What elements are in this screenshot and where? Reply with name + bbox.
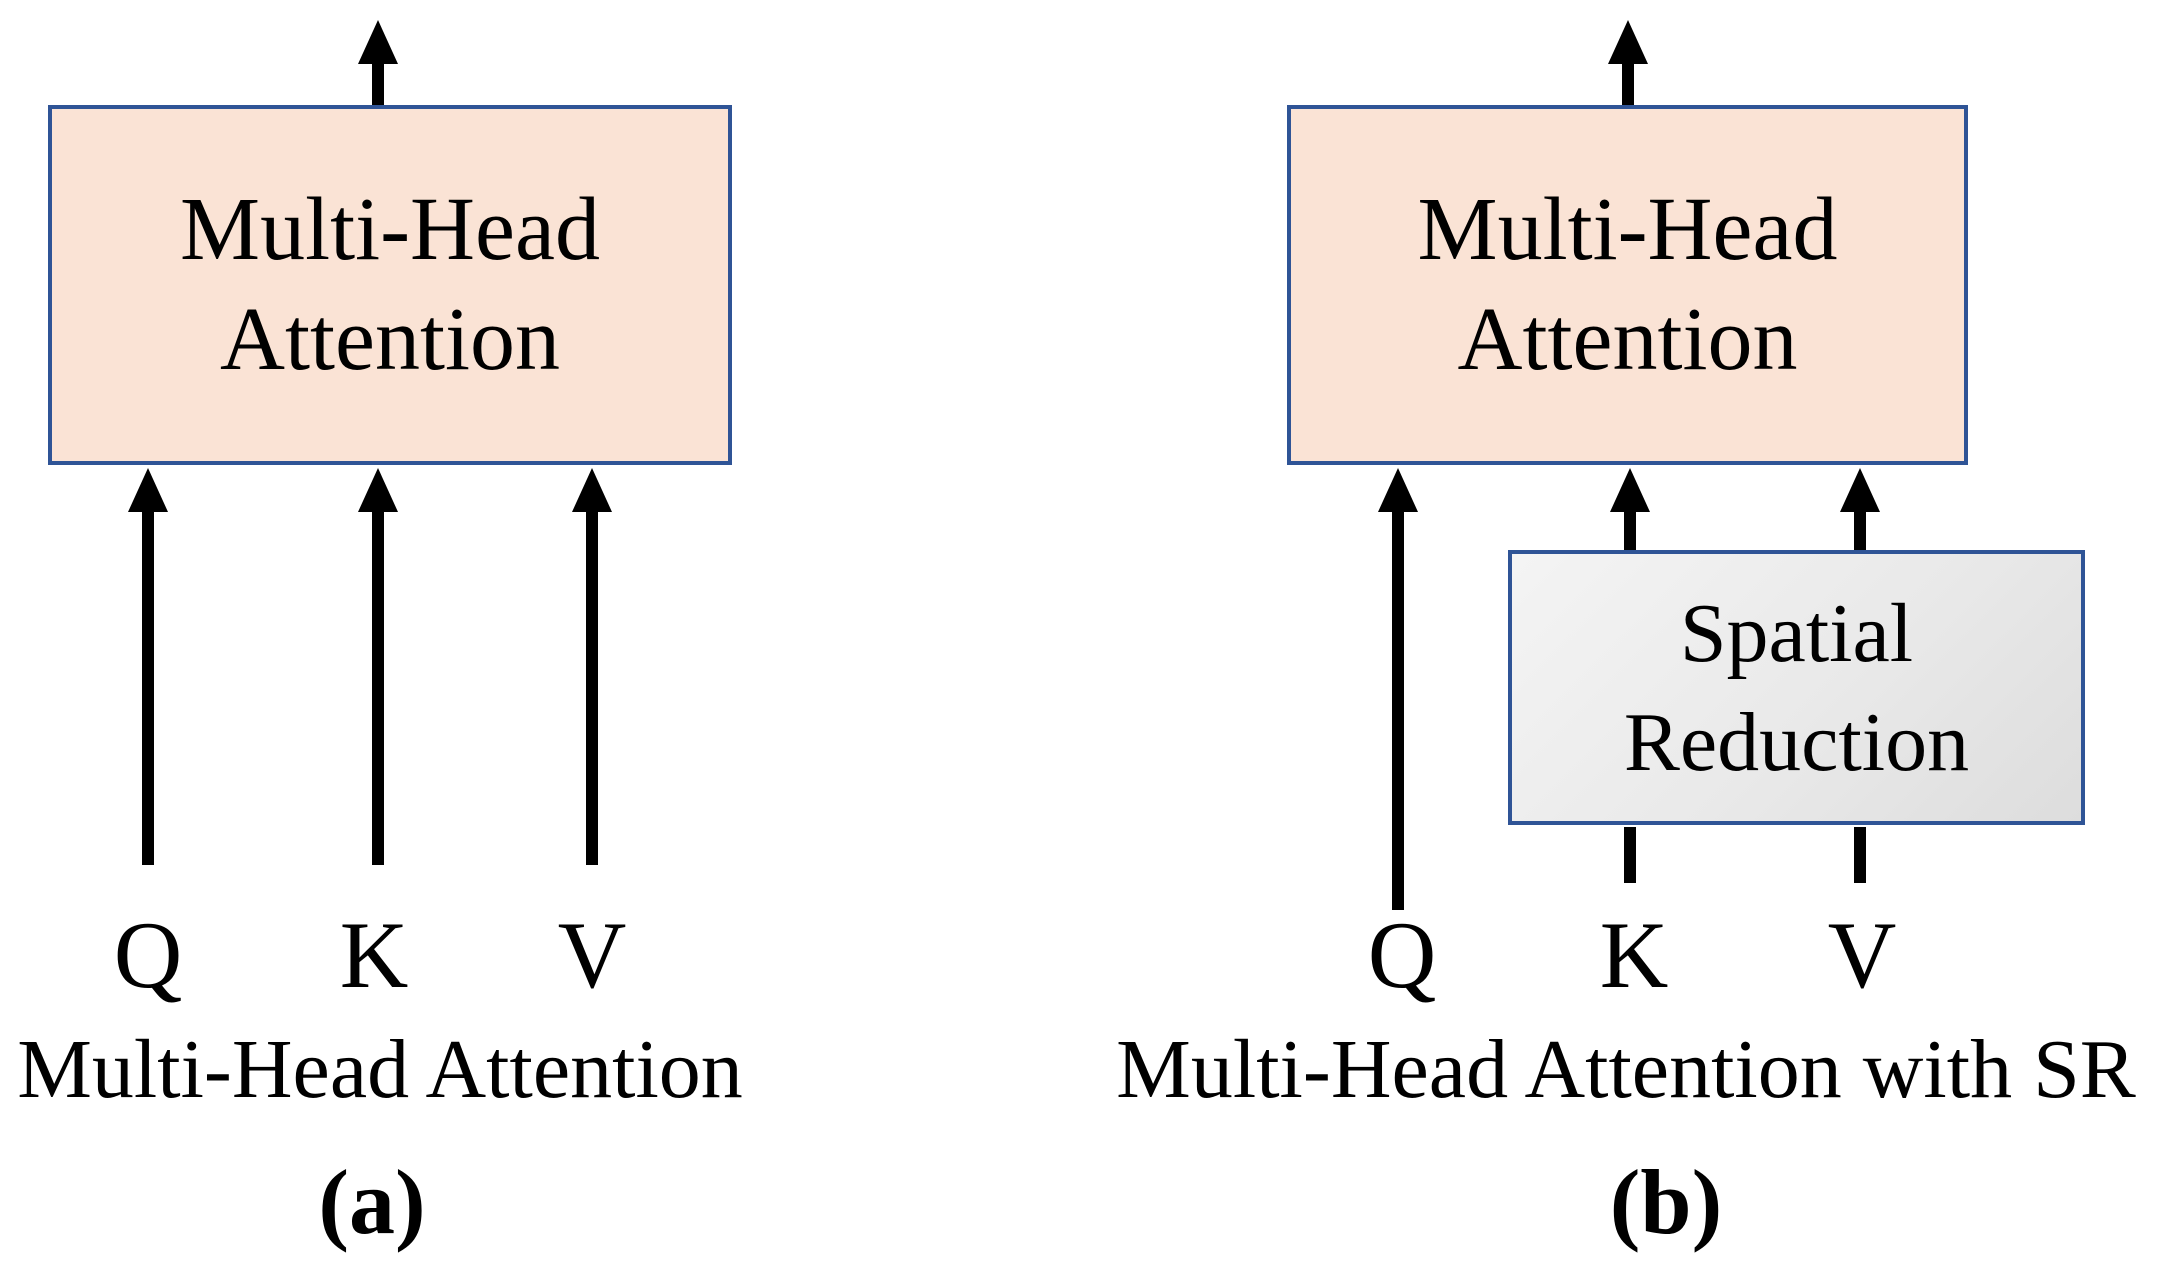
output-arrow-shaft-a	[372, 58, 384, 106]
input-arrow-shaft-v-a	[586, 508, 598, 865]
attention-box-b-line2: Attention	[1457, 290, 1798, 389]
input-arrow-shaft-v-b	[1854, 508, 1866, 552]
label-v-b: V	[1827, 902, 1897, 1008]
output-arrow-shaft-b	[1622, 58, 1634, 106]
input-arrow-head-k-b	[1610, 468, 1650, 512]
spatial-reduction-line1: Spatial	[1679, 586, 1914, 680]
input-stub-v-b	[1854, 827, 1866, 883]
attention-box-b-line1: Multi-Head	[1417, 180, 1838, 279]
label-v-a: V	[557, 902, 627, 1008]
input-arrow-shaft-q-a	[142, 508, 154, 865]
input-arrow-head-k-a	[358, 468, 398, 512]
input-arrow-shaft-k-a	[372, 508, 384, 865]
input-arrow-head-v-a	[572, 468, 612, 512]
label-q-b: Q	[1367, 902, 1437, 1008]
label-k-a: K	[339, 902, 409, 1008]
spatial-reduction-line2: Reduction	[1623, 695, 1970, 789]
attention-box-a-line1: Multi-Head	[180, 180, 600, 279]
subfigure-tag-a: (a)	[318, 1151, 426, 1253]
multi-head-attention-box-a: Multi-Head Attention	[48, 105, 732, 465]
input-arrow-head-v-b	[1840, 468, 1880, 512]
input-stub-k-b	[1624, 827, 1636, 883]
output-arrow-head-b	[1608, 20, 1648, 64]
input-arrow-shaft-k-b	[1624, 508, 1636, 552]
caption-a: Multi-Head Attention	[17, 1023, 743, 1116]
attention-box-a-line2: Attention	[220, 290, 560, 389]
label-k-b: K	[1599, 902, 1669, 1008]
spatial-reduction-box: Spatial Reduction	[1508, 550, 2085, 825]
input-arrow-head-q-b	[1378, 468, 1418, 512]
input-arrow-head-q-a	[128, 468, 168, 512]
label-q-a: Q	[113, 902, 183, 1008]
multi-head-attention-box-b: Multi-Head Attention	[1287, 105, 1968, 465]
input-arrow-shaft-q-b	[1392, 508, 1404, 910]
caption-b: Multi-Head Attention with SR	[1116, 1023, 2136, 1116]
output-arrow-head-a	[358, 20, 398, 64]
subfigure-tag-b: (b)	[1609, 1151, 1723, 1253]
